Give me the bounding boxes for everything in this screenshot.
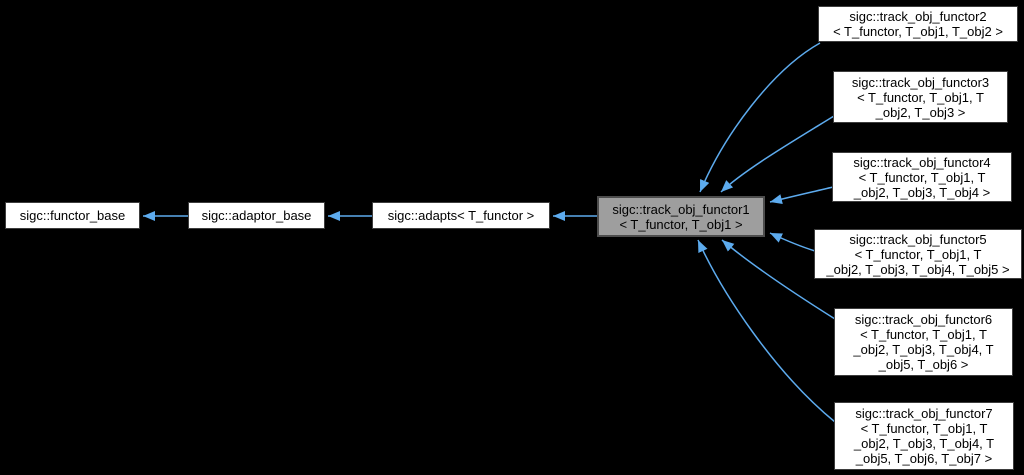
node-label-line: sigc::track_obj_functor6 [854,312,993,327]
node-label-line: < T_functor, T_obj1, T [860,421,988,436]
edge-track-obj-functor3-to-track-obj-functor1 [720,115,835,193]
node-label-line: _obj5, T_obj6 > [878,357,969,372]
edge-track-obj-functor4-to-track-obj-functor1 [769,186,834,204]
node-sigc-track-obj-functor1-current: sigc::track_obj_functor1 < T_functor, T_… [597,196,765,237]
node-sigc-functor-base[interactable]: sigc::functor_base [5,202,140,229]
node-label-line: _obj2, T_obj3, T_obj4, T [853,436,995,451]
node-sigc-track-obj-functor2[interactable]: sigc::track_obj_functor2 < T_functor, T_… [818,6,1018,42]
node-label-line: sigc::track_obj_functor7 [855,406,993,421]
node-sigc-track-obj-functor4[interactable]: sigc::track_obj_functor4 < T_functor, T_… [832,152,1012,202]
node-label-line: < T_functor, T_obj1, T [860,327,987,342]
node-sigc-track-obj-functor6[interactable]: sigc::track_obj_functor6 < T_functor, T_… [834,308,1013,376]
node-label-line: _obj2, T_obj3 > [875,104,966,120]
node-sigc-track-obj-functor5[interactable]: sigc::track_obj_functor5 < T_functor, T_… [814,229,1022,279]
node-label-line: _obj5, T_obj6, T_obj7 > [855,451,993,466]
node-label-line: _obj2, T_obj3, T_obj4 > [853,184,991,200]
node-label-line: < T_functor, T_obj1, T [857,89,984,105]
node-label-line: sigc::track_obj_functor2 [849,9,987,24]
node-sigc-adaptor-base[interactable]: sigc::adaptor_base [188,202,325,229]
node-label-line: sigc::track_obj_functor1 [612,201,750,217]
node-label-line: sigc::adapts< T_functor > [387,208,535,223]
node-label-line: < T_functor, T_obj1, T_obj2 > [833,24,1003,39]
node-sigc-adapts[interactable]: sigc::adapts< T_functor > [372,202,550,229]
node-label-line: sigc::track_obj_functor5 [849,231,987,247]
node-label-line: < T_functor, T_obj1 > [619,216,743,232]
node-label-line: sigc::functor_base [19,208,126,223]
node-label-line: sigc::track_obj_functor4 [853,154,991,170]
node-label-line: < T_functor, T_obj1, T [858,169,986,185]
edge-track-obj-functor7-to-track-obj-functor1 [697,239,836,423]
node-label-line: < T_functor, T_obj1, T [854,246,982,262]
node-label-line: sigc::track_obj_functor3 [851,74,990,90]
edge-track-obj-functor5-to-track-obj-functor1 [769,232,816,252]
node-sigc-track-obj-functor7[interactable]: sigc::track_obj_functor7 < T_functor, T_… [834,402,1014,470]
edge-track-obj-functor2-to-track-obj-functor1 [699,42,821,193]
node-label-line: _obj2, T_obj3, T_obj4, T_obj5 > [826,261,1010,277]
node-label-line: _obj2, T_obj3, T_obj4, T [853,342,994,357]
edge-track-obj-functor6-to-track-obj-functor1 [721,239,836,320]
node-label-line: sigc::adaptor_base [201,208,312,223]
node-sigc-track-obj-functor3[interactable]: sigc::track_obj_functor3 < T_functor, T_… [833,71,1008,123]
